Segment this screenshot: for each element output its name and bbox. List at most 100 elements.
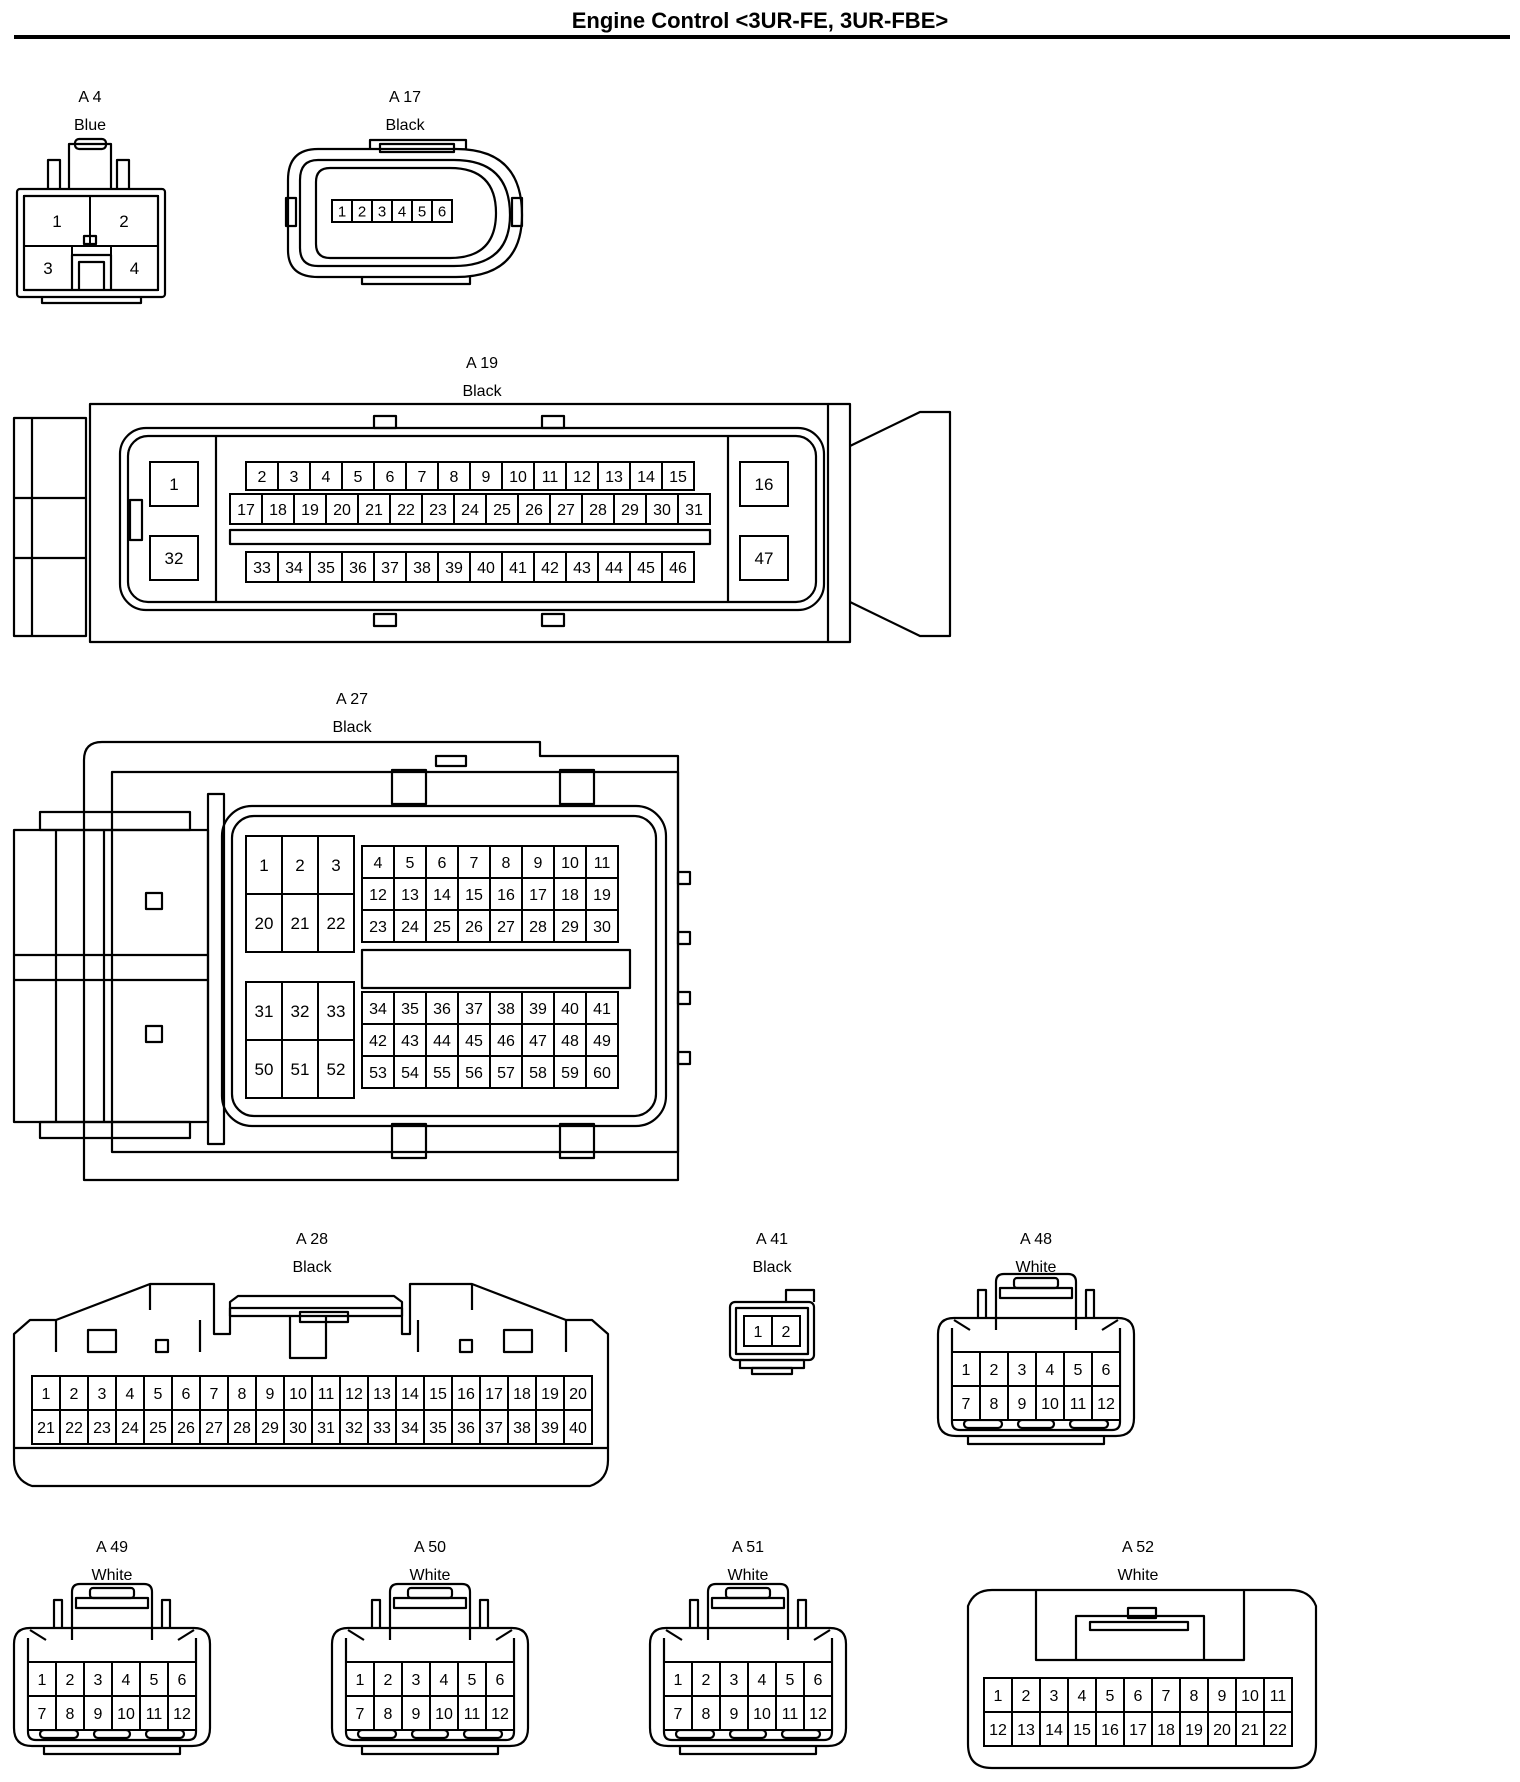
pin-a28-22: 22 — [59, 1409, 89, 1445]
pin-a4-3: 3 — [23, 245, 73, 291]
pin-number: 23 — [369, 919, 387, 936]
pin-a19-15: 15 — [661, 461, 695, 491]
pin-a28-40: 40 — [563, 1409, 593, 1445]
pin-a4-2: 2 — [89, 195, 159, 247]
pin-a51-9: 9 — [719, 1695, 749, 1731]
pin-a27-48: 48 — [553, 1023, 587, 1057]
pin-number: 10 — [1041, 1396, 1059, 1413]
pin-number: 14 — [401, 1386, 419, 1403]
pin-a50-5: 5 — [457, 1661, 487, 1697]
pin-a27-5: 5 — [393, 845, 427, 879]
pin-number: 34 — [401, 1420, 419, 1437]
pin-number: 21 — [37, 1420, 55, 1437]
pin-a50-2: 2 — [373, 1661, 403, 1697]
pin-number: 11 — [318, 1386, 335, 1403]
pin-a27-17: 17 — [521, 877, 555, 911]
pin-a41-2: 2 — [771, 1315, 801, 1347]
pin-number: 49 — [593, 1033, 611, 1050]
pin-a27-30: 30 — [585, 909, 619, 943]
pin-number: 2 — [358, 203, 366, 220]
pin-a50-1: 1 — [345, 1661, 375, 1697]
pin-number: 16 — [457, 1386, 475, 1403]
pin-number: 5 — [154, 1386, 163, 1403]
pin-number: 47 — [529, 1033, 547, 1050]
pin-number: 5 — [354, 469, 363, 486]
pin-number: 15 — [465, 887, 483, 904]
pin-number: 24 — [461, 502, 479, 519]
pin-a28-13: 13 — [367, 1375, 397, 1411]
pin-a52-21: 21 — [1235, 1711, 1265, 1747]
pin-number: 29 — [261, 1420, 279, 1437]
pin-a51-6: 6 — [803, 1661, 833, 1697]
pin-number: 2 — [782, 1324, 791, 1341]
connector-a52-color: White — [1118, 1567, 1159, 1584]
pin-number: 4 — [122, 1672, 131, 1689]
pin-a27-16: 16 — [489, 877, 523, 911]
pin-a19-28: 28 — [581, 493, 615, 525]
pin-a27-2: 2 — [281, 835, 319, 895]
pin-a17-4: 4 — [391, 199, 413, 223]
pin-a27-11: 11 — [585, 845, 619, 879]
pin-a27-24: 24 — [393, 909, 427, 943]
connector-a41-color: Black — [752, 1259, 792, 1276]
pin-a49-7: 7 — [27, 1695, 57, 1731]
pin-a17-1: 1 — [331, 199, 353, 223]
pin-a27-29: 29 — [553, 909, 587, 943]
pin-number: 3 — [1018, 1362, 1027, 1379]
pin-a28-16: 16 — [451, 1375, 481, 1411]
pin-a28-6: 6 — [171, 1375, 201, 1411]
pin-a19-24: 24 — [453, 493, 487, 525]
pin-a52-7: 7 — [1151, 1677, 1181, 1713]
page-title: Engine Control <3UR-FE, 3UR-FBE> — [571, 8, 949, 33]
pin-a28-7: 7 — [199, 1375, 229, 1411]
pin-a27-47: 47 — [521, 1023, 555, 1057]
connector-a4-color: Blue — [74, 117, 106, 134]
pin-a27-27: 27 — [489, 909, 523, 943]
pin-a28-19: 19 — [535, 1375, 565, 1411]
pin-number: 15 — [669, 469, 687, 486]
pin-a49-9: 9 — [83, 1695, 113, 1731]
pin-number: 5 — [150, 1672, 159, 1689]
pin-number: 4 — [126, 1386, 135, 1403]
pin-number: 46 — [497, 1033, 515, 1050]
pin-a52-10: 10 — [1235, 1677, 1265, 1713]
pin-a19-30: 30 — [645, 493, 679, 525]
pin-number: 13 — [373, 1386, 391, 1403]
pin-a28-26: 26 — [171, 1409, 201, 1445]
pin-number: 31 — [255, 1002, 274, 1021]
pin-a50-8: 8 — [373, 1695, 403, 1731]
pin-number: 19 — [1185, 1722, 1203, 1739]
pin-number: 40 — [569, 1420, 587, 1437]
pin-a27-10: 10 — [553, 845, 587, 879]
pin-number: 14 — [1045, 1722, 1063, 1739]
pin-number: 3 — [43, 259, 52, 278]
pin-a19-8: 8 — [437, 461, 471, 491]
pin-number: 13 — [605, 469, 623, 486]
pin-a41-1: 1 — [743, 1315, 773, 1347]
pin-number: 28 — [233, 1420, 251, 1437]
pin-a28-3: 3 — [87, 1375, 117, 1411]
pin-a19-23: 23 — [421, 493, 455, 525]
pin-a19-25: 25 — [485, 493, 519, 525]
pin-a28-37: 37 — [479, 1409, 509, 1445]
pin-number: 29 — [561, 919, 579, 936]
pin-a19-40: 40 — [469, 551, 503, 583]
pin-number: 33 — [373, 1420, 391, 1437]
pin-a27-52: 52 — [317, 1039, 355, 1099]
pin-a27-9: 9 — [521, 845, 555, 879]
pin-a28-2: 2 — [59, 1375, 89, 1411]
pin-number: 2 — [70, 1386, 79, 1403]
pin-a19-12: 12 — [565, 461, 599, 491]
pin-number: 4 — [758, 1672, 767, 1689]
connector-a19-body — [12, 402, 952, 644]
pin-number: 1 — [169, 475, 178, 494]
pin-number: 32 — [345, 1420, 363, 1437]
pin-number: 32 — [165, 549, 184, 568]
pin-a27-58: 58 — [521, 1055, 555, 1089]
pin-a17-5: 5 — [411, 199, 433, 223]
pin-number: 37 — [485, 1420, 503, 1437]
pin-a27-7: 7 — [457, 845, 491, 879]
pin-number: 8 — [502, 855, 511, 872]
pin-number: 20 — [255, 914, 274, 933]
pin-number: 7 — [470, 855, 479, 872]
